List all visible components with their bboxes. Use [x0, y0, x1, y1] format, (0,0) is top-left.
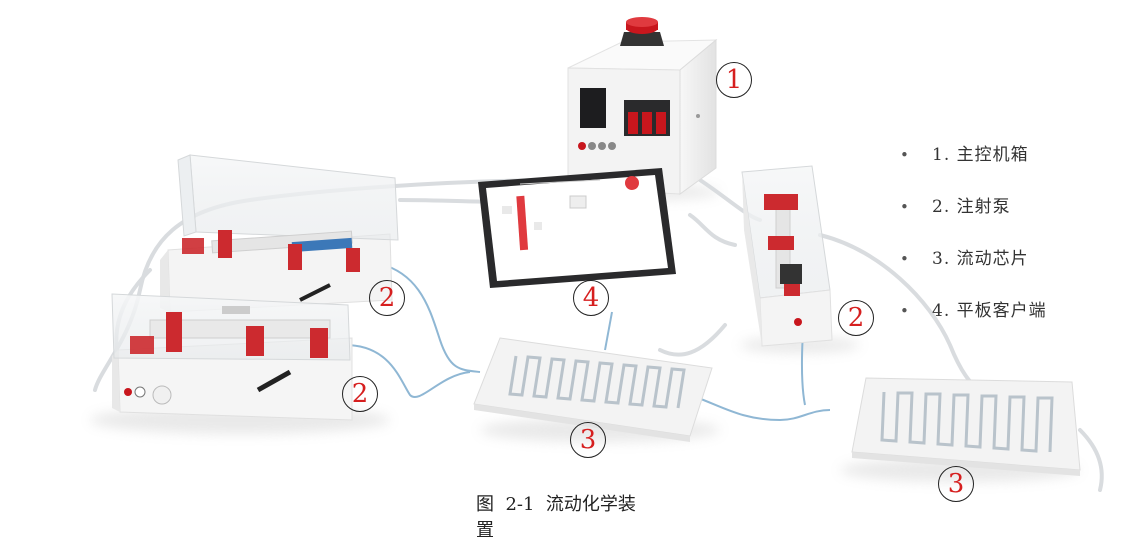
- legend-item-tablet: • 4. 平板客户端: [900, 298, 1047, 350]
- bullet-icon: •: [900, 198, 909, 216]
- flow-chip-icon: [851, 377, 1081, 476]
- label-pump-bottom-left: 2: [342, 376, 378, 412]
- control-box-icon: [567, 17, 718, 195]
- label-chip-right: 3: [938, 466, 974, 502]
- legend-item-chip: • 3. 流动芯片: [900, 246, 1047, 298]
- tablet-icon: [478, 168, 676, 288]
- label-chip-center: 3: [570, 422, 606, 458]
- label-tablet: 4: [573, 280, 609, 316]
- syringe-pump-icon: [741, 165, 833, 347]
- legend-item-controller: • 1. 主控机箱: [900, 142, 1047, 194]
- bullet-icon: •: [900, 146, 909, 164]
- caption-line-1: 图 2-1 流动化学装: [476, 494, 636, 515]
- legend-text: 4. 平板客户端: [932, 301, 1047, 321]
- legend-text: 2. 注射泵: [932, 197, 1011, 217]
- figure-caption: 图 2-1 流动化学装 置: [476, 492, 716, 544]
- caption-line-2: 置: [476, 520, 494, 541]
- label-pump-right: 2: [838, 300, 874, 336]
- legend-text: 3. 流动芯片: [932, 249, 1029, 269]
- syringe-pump-icon: [160, 154, 399, 313]
- label-pump-top-left: 2: [369, 280, 405, 316]
- syringe-pump-icon: [111, 293, 353, 421]
- legend-item-pump: • 2. 注射泵: [900, 194, 1047, 246]
- bullet-icon: •: [900, 250, 909, 268]
- legend: • 1. 主控机箱 • 2. 注射泵 • 3. 流动芯片 • 4. 平板客户端: [900, 142, 1047, 350]
- label-controller: 1: [716, 62, 752, 98]
- bullet-icon: •: [900, 302, 909, 320]
- legend-text: 1. 主控机箱: [932, 145, 1029, 165]
